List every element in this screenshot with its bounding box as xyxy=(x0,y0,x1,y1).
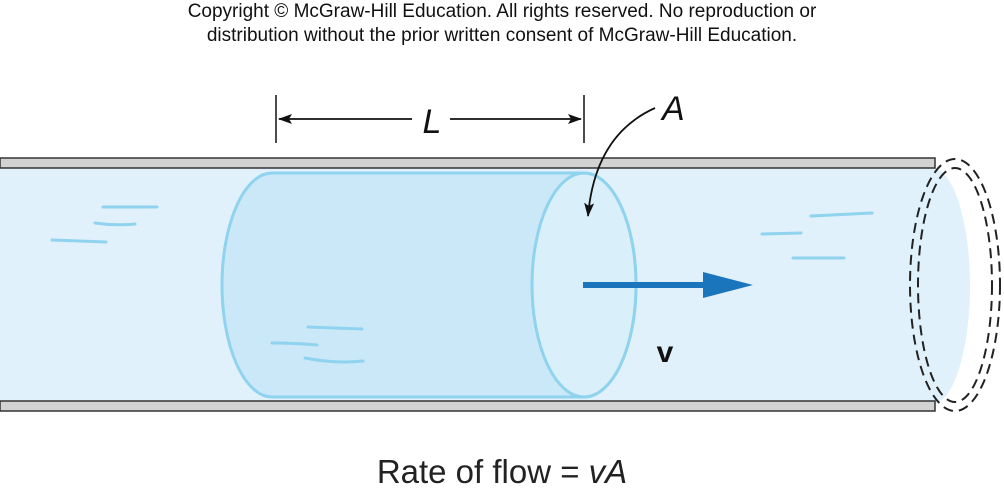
streak-6 xyxy=(303,356,365,364)
area-pointer-arrow xyxy=(584,107,656,217)
streak-4 xyxy=(306,325,364,331)
length-label: L xyxy=(423,103,442,141)
flow-streaks xyxy=(50,205,874,364)
formula-prefix: Rate of flow = xyxy=(376,453,589,490)
streak-8 xyxy=(760,231,803,236)
pipe-bottom-wall xyxy=(0,400,936,412)
streak-3 xyxy=(50,238,108,244)
formula-expression: vA xyxy=(588,453,628,490)
pipe-end-outer xyxy=(909,158,1001,412)
streak-7 xyxy=(809,211,874,218)
streak-5 xyxy=(270,341,319,347)
rate-of-flow-formula: Rate of flow = vA xyxy=(0,453,1004,491)
velocity-label: v xyxy=(657,336,674,369)
streak-2 xyxy=(93,221,137,227)
pipe-end-inner xyxy=(917,167,993,403)
copyright-line-1: Copyright © McGraw-Hill Education. All r… xyxy=(187,1,817,22)
velocity-arrow-head xyxy=(703,272,753,298)
pipe-top-wall xyxy=(0,157,936,169)
copyright-line-2: distribution without the prior written c… xyxy=(206,25,798,46)
area-label: A xyxy=(660,90,685,128)
copyright-notice: Copyright © McGraw-Hill Education. All r… xyxy=(0,0,1004,48)
